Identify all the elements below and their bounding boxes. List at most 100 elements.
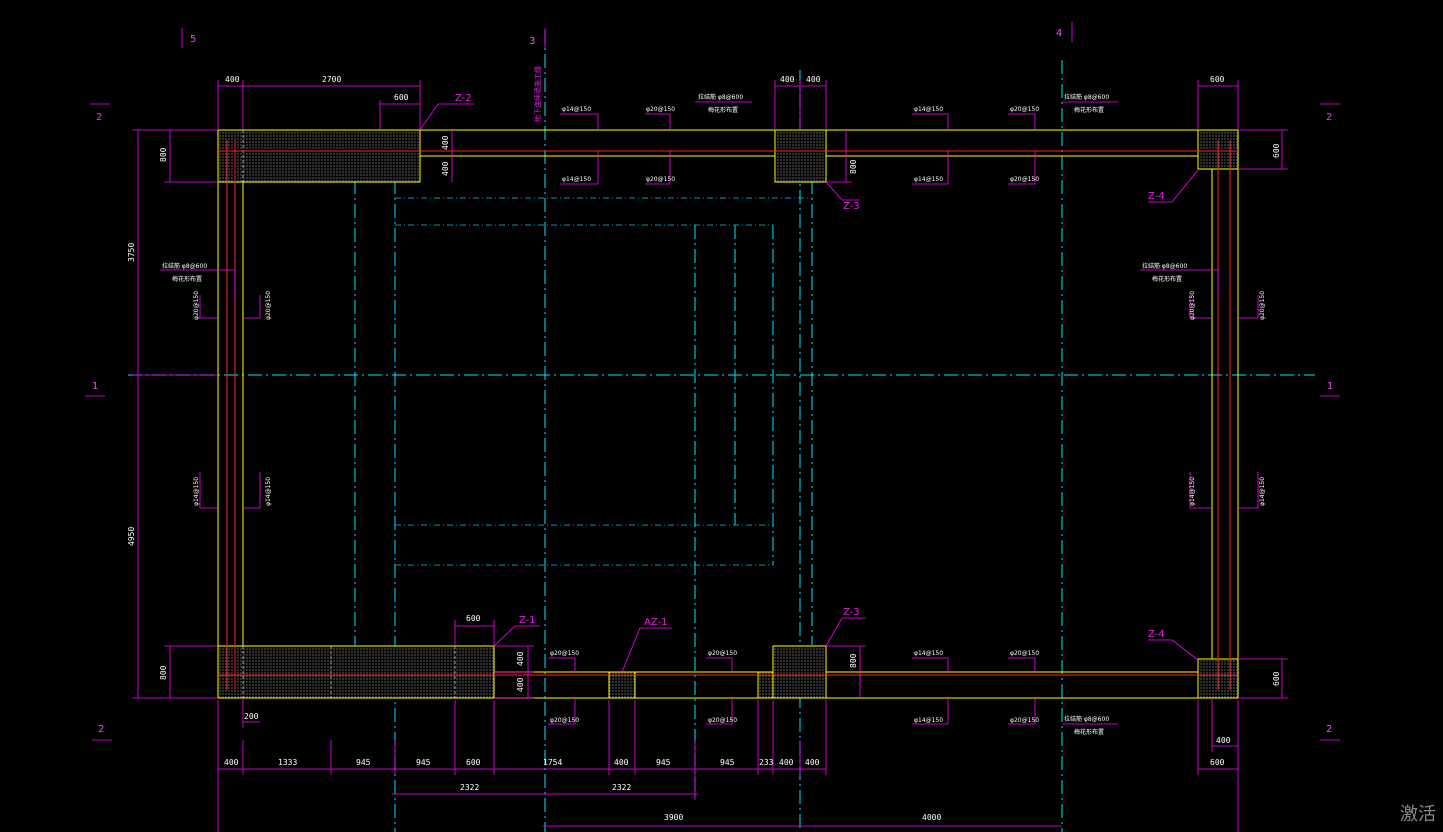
hatch-bottom-az: [608, 671, 636, 699]
rebar-text: φ20@150: [1189, 291, 1196, 320]
dim-text: 400: [614, 758, 629, 767]
note-text: 拉结筋 φ8@600: [1064, 715, 1109, 723]
leader-lines: [85, 22, 1340, 741]
hatch-top-mid: [774, 129, 827, 183]
rebar-text: φ14@150: [265, 477, 272, 506]
notes: 拉结筋 φ8@600 梅花形布置 拉结筋 φ8@600 梅花形布置 拉结筋 φ8…: [162, 66, 1187, 736]
hatch-bottom-left: [217, 645, 495, 699]
column-tag: Z-2: [455, 93, 472, 104]
rebar-text: φ14@150: [914, 717, 943, 724]
dim-text: 400: [806, 75, 821, 84]
note-text: 拉结筋 φ8@600: [1064, 93, 1109, 101]
rebar-text: φ20@150: [1010, 176, 1039, 183]
hatched-zones: [217, 129, 1239, 699]
rebar-text: φ20@150: [646, 176, 675, 183]
dim-text: 400: [805, 758, 820, 767]
dim-text: 600: [1210, 75, 1225, 84]
note-text: 梅花形布置: [1152, 275, 1182, 283]
note-text: 梅花形布置: [172, 275, 202, 283]
rebar-text: φ14@150: [914, 650, 943, 657]
dim-text: 800: [849, 159, 858, 174]
rebar-text: φ14@150: [562, 176, 591, 183]
rebar-text: φ20@150: [1010, 717, 1039, 724]
dim-text: 600: [1210, 758, 1225, 767]
axis-label-2-left: 2: [98, 724, 104, 735]
rebar-text: φ14@150: [1259, 477, 1266, 506]
axis-lines: [128, 30, 1315, 832]
rebar-text: φ20@150: [550, 717, 579, 724]
dim-text: 1333: [278, 758, 297, 767]
hatch-top-left: [217, 129, 421, 183]
column-tag: Z-3: [843, 607, 860, 618]
dim-text: 2322: [612, 783, 631, 792]
dim-text: 600: [394, 93, 409, 102]
dim-text: 600: [466, 758, 481, 767]
column-tag: Z-3: [843, 201, 860, 212]
dim-text: 1754: [543, 758, 562, 767]
hatch-bottom-mid: [772, 645, 827, 699]
axis-label-5: 5: [190, 34, 196, 45]
dim-text: 600: [1272, 143, 1281, 158]
rebar-texts: φ14@150 φ20@150 φ14@150 φ20@150 φ14@150 …: [193, 106, 1266, 724]
rebar-text: φ20@150: [265, 291, 272, 320]
axis-labels: 5 3 4 1 1 2 2 2 2: [92, 28, 1333, 735]
rebar-text: φ20@150: [550, 650, 579, 657]
column-tag: AZ-1: [644, 617, 668, 628]
dim-text: 4000: [922, 813, 941, 822]
dim-text: 400: [516, 677, 525, 692]
dim-text: 945: [656, 758, 671, 767]
dim-text: 233: [759, 758, 774, 767]
dim-text: 800: [849, 653, 858, 668]
rebar-text: φ14@150: [914, 106, 943, 113]
column-tag: Z-4: [1148, 629, 1165, 640]
dim-text: 4950: [127, 527, 136, 546]
dim-text: 3750: [127, 243, 136, 262]
note-text: 拉结筋 φ8@600: [1142, 262, 1187, 270]
dim-text: 600: [1272, 671, 1281, 686]
inner-outline: [395, 197, 812, 566]
watermark-text: 激活: [1400, 804, 1436, 825]
right-dimension-texts: 600 600: [1272, 143, 1281, 686]
note-text: 梅花形布置: [1074, 728, 1104, 736]
vertical-note: 地下连续墙施工缝: [533, 66, 542, 122]
note-text: 梅花形布置: [708, 106, 738, 114]
note-text: 拉结筋 φ8@600: [698, 93, 743, 101]
rebar-text: φ14@150: [562, 106, 591, 113]
dim-text: 2700: [322, 75, 341, 84]
top-dimension-texts: 400 2700 600 400 400 600: [225, 75, 1225, 102]
dim-text: 600: [466, 614, 481, 623]
dim-text: 400: [780, 75, 795, 84]
dim-text: 400: [224, 758, 239, 767]
inner-dimension-texts: 400 400 800 600 400 400 800 200 400: [244, 135, 1231, 745]
rebar-text: φ20@150: [646, 106, 675, 113]
note-text: 拉结筋 φ8@600: [162, 262, 207, 270]
section-mark-right: 2: [1326, 112, 1332, 123]
column-tags: Z-2 Z-3 Z-4 Z-1 AZ-1 Z-3 Z-4: [455, 93, 1165, 640]
dim-text: 400: [441, 161, 450, 176]
dim-text: 945: [356, 758, 371, 767]
section-mark-left: 2: [96, 112, 102, 123]
rebar-text: φ20@150: [193, 291, 200, 320]
left-dimension-texts: 800 3750 4950 800: [127, 147, 168, 680]
column-tag: Z-1: [519, 615, 536, 626]
dim-text: 400: [441, 135, 450, 150]
bottom-dimension-texts: 400 1333 945 945 600 1754 400 945 945 23…: [224, 758, 1225, 822]
axis-label-2-right: 2: [1326, 724, 1332, 735]
outer-wall-outline: [217, 129, 1239, 699]
axis-label-1-right: 1: [1327, 381, 1333, 392]
wall-outline: [217, 129, 1239, 699]
rebar-text: φ20@150: [708, 650, 737, 657]
axis-label-3: 3: [529, 36, 535, 47]
rebar-text: φ20@150: [1010, 650, 1039, 657]
rebar-text: φ20@150: [1259, 291, 1266, 320]
dim-text: 400: [779, 758, 794, 767]
rebar-text: φ14@150: [1189, 477, 1196, 506]
dim-text: 800: [159, 147, 168, 162]
rebar-text: φ14@150: [914, 176, 943, 183]
dim-text: 945: [720, 758, 735, 767]
axis-label-4: 4: [1056, 28, 1062, 39]
rebar-text: φ20@150: [1010, 106, 1039, 113]
dim-text: 3900: [664, 813, 683, 822]
dim-text: 945: [416, 758, 431, 767]
